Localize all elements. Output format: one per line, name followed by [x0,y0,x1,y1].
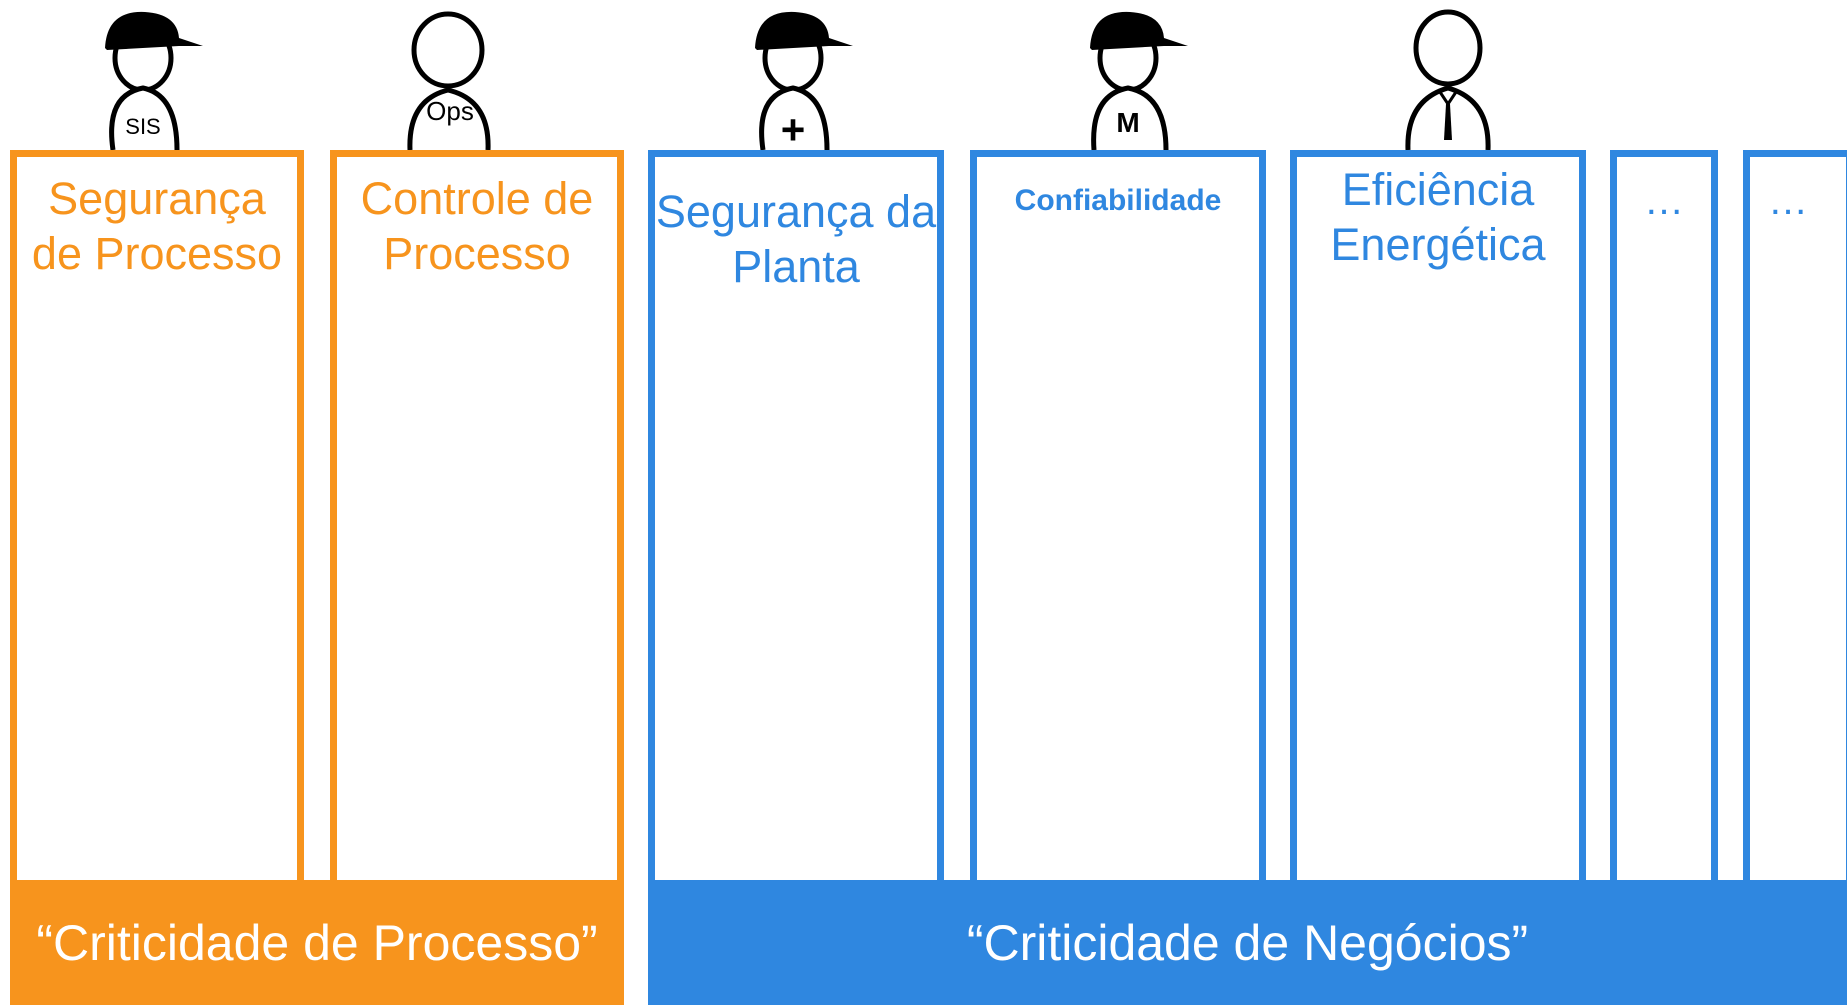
process-criticality-band: “Criticidade de Processo” [10,880,624,1005]
column-label: Confiabilidade [1014,184,1222,217]
column-label: Segurança da Planta [655,186,937,292]
column-process-control: Controle de Processo [330,150,624,890]
business-criticality-band: “Criticidade de Negócios” [648,880,1847,1005]
column-label: … [1768,179,1808,223]
person-icon: Ops [390,0,510,150]
shirt-text: Ops [426,96,474,126]
column-energy-efficiency: Eficiência Energética [1290,150,1586,890]
column-process-safety: Segurança de Processo [10,150,304,890]
person-hardhat-icon: SIS [85,0,205,150]
column-plant-safety: Segurança da Planta [648,150,944,890]
column-label: Eficiência Energética [1330,164,1546,270]
person-tie-icon [1390,0,1510,150]
column-label: Segurança de Processo [31,173,283,279]
person-hardhat-icon: + [735,0,855,150]
column-label: … [1644,179,1684,223]
column-reliability: Confiabilidade [970,150,1266,890]
shirt-text: + [781,106,806,150]
column-more-2: … [1743,150,1847,890]
column-more-1: … [1610,150,1718,890]
column-label: Controle de Processo [360,173,594,279]
person-hardhat-icon: M [1070,0,1190,150]
shirt-text: SIS [125,114,160,139]
shirt-text: M [1116,107,1139,138]
